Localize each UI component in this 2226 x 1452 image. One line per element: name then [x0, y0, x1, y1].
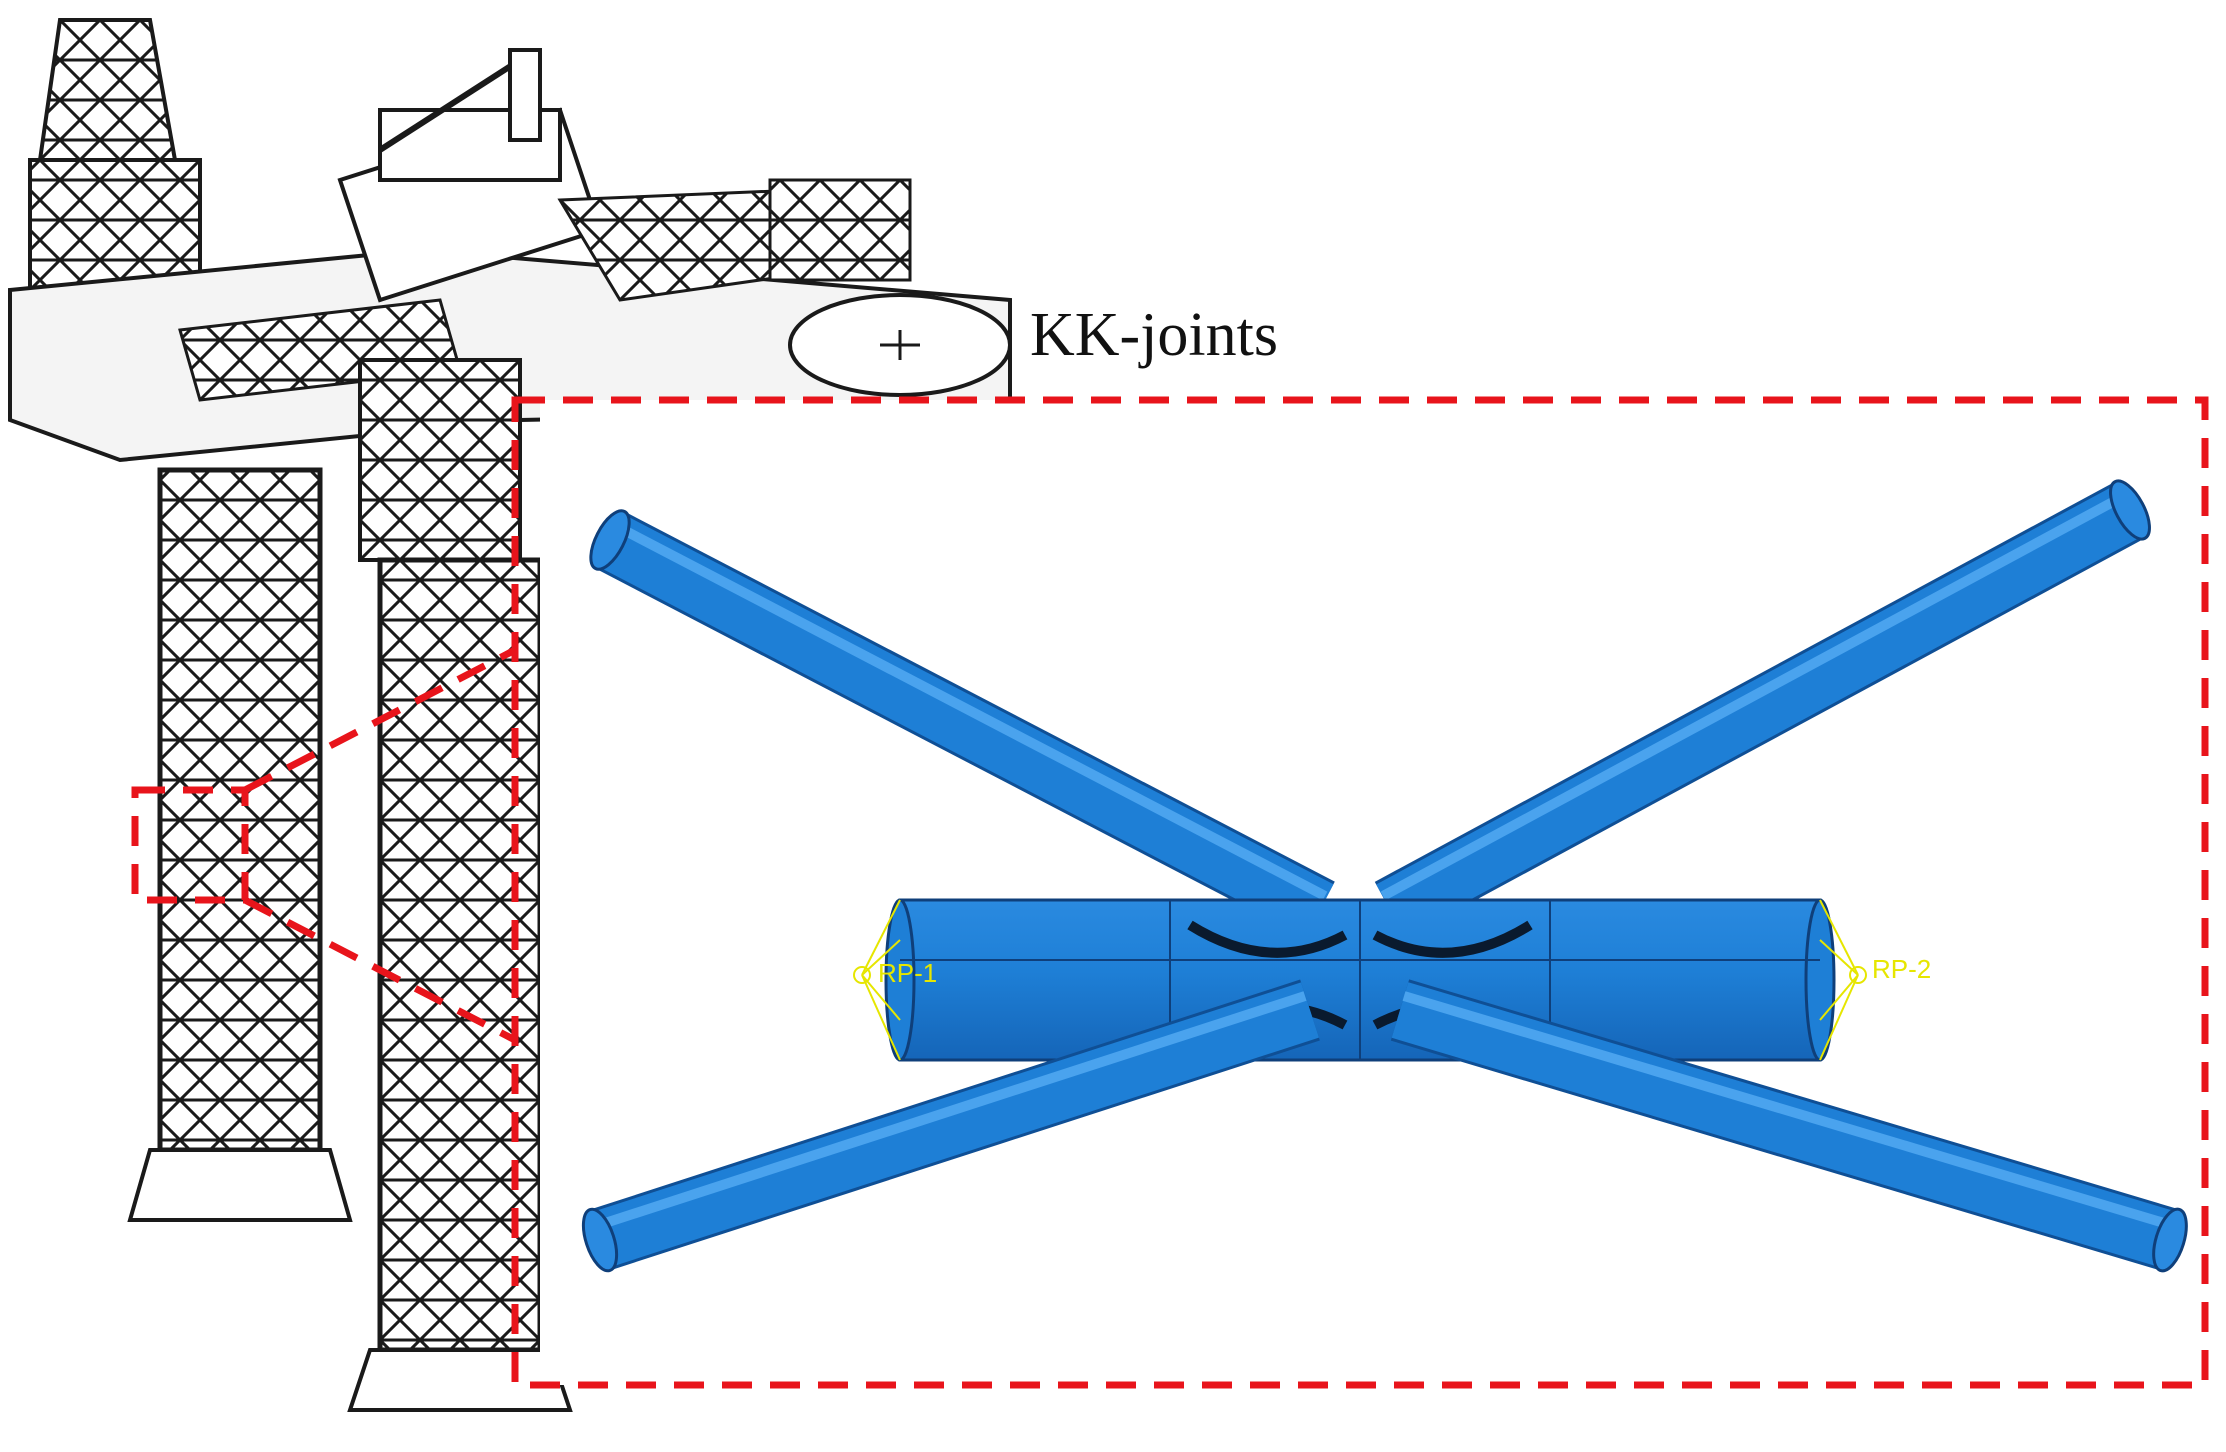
left-leg: [127, 467, 353, 1222]
joint-panel: [540, 400, 2200, 1385]
derrick-tower: [28, 18, 202, 292]
right-leg: [347, 557, 573, 1412]
rp2-coupling: [1819, 899, 1867, 1061]
kk-joints-title: KK-joints: [1030, 301, 1278, 369]
chord-member: [884, 898, 1836, 1062]
intersection-upper-left: [1187, 920, 1348, 958]
highlight-box-large: [511, 396, 2209, 1389]
rp1-label: RP-1: [878, 958, 938, 988]
rp1-marker: [853, 966, 871, 984]
brace-lower-left: [581, 979, 1320, 1273]
callout-line-bottom: [243, 896, 517, 1044]
kk-joint-model: [581, 479, 2188, 1273]
rp2-label: RP-2: [1872, 954, 1932, 984]
highlight-box-small: [131, 786, 249, 904]
rp1-coupling: [853, 899, 901, 1061]
brace-lower-right: [1390, 979, 2188, 1273]
intersection-upper-right: [1372, 920, 1533, 958]
highlight-callout: [131, 396, 2209, 1389]
callout-line-top: [243, 646, 517, 794]
brace-upper-left: [589, 509, 1335, 939]
brace-upper-right: [1374, 479, 2151, 939]
rp2-marker: [1849, 966, 1867, 984]
